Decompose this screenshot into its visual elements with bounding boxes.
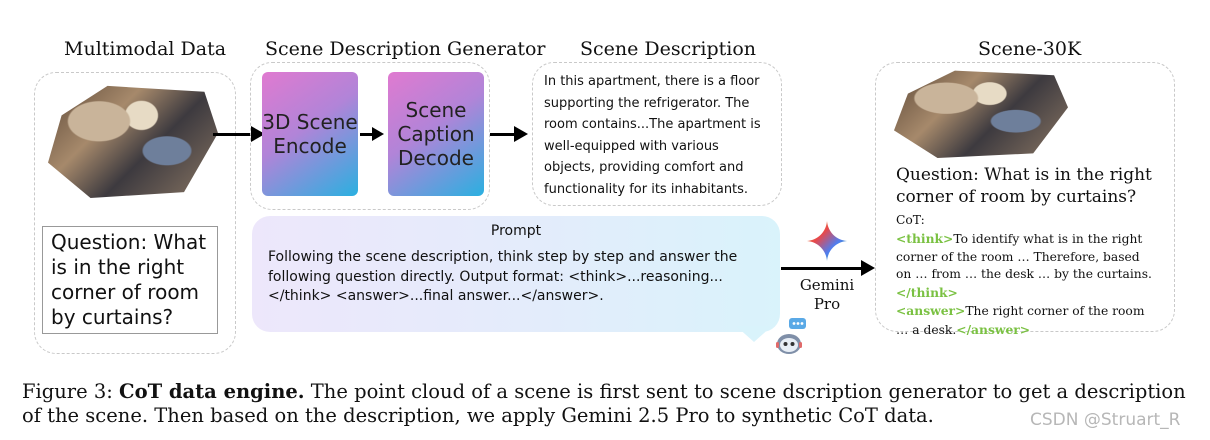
generator-panel: [250, 62, 490, 210]
arrow-prompt-to-scene30k-head: [861, 260, 875, 276]
gemini-icon: [806, 220, 848, 262]
arrow-encode-to-decode: [360, 133, 374, 136]
answer-open-tag: <answer>: [896, 302, 966, 318]
scene30k-panel: [875, 62, 1175, 332]
gemini-pro-label: Gemini Pro: [799, 276, 855, 313]
multimodal-data-heading: Multimodal Data: [64, 38, 227, 60]
caption-bold: CoT data engine.: [119, 380, 305, 403]
prompt-bubble-tail: [736, 326, 772, 342]
arrow-data-to-generator-head: [251, 126, 265, 142]
think-close-tag: </think>: [896, 285, 958, 301]
think-open-tag: <think>: [896, 230, 954, 246]
scene30k-question: Question: What is in the right corner of…: [896, 165, 1152, 207]
arrow-encode-to-decode-head: [372, 127, 384, 141]
scene-description-heading: Scene Description: [580, 38, 757, 60]
robot-icon: [774, 318, 808, 356]
arrow-data-to-generator: [213, 133, 253, 136]
arrow-generator-to-description-head: [514, 126, 528, 142]
answer-section: <answer>The right corner of the room … a…: [896, 302, 1158, 340]
scene-description-panel: In this apartment, there is a floor supp…: [532, 62, 782, 206]
caption-decode-block: Scene Caption Decode: [388, 72, 484, 196]
answer-text: The right corner of the room … a desk.: [896, 303, 1145, 337]
arrow-generator-to-description: [490, 133, 516, 136]
think-section: <think>To identify what is in the right …: [896, 230, 1158, 284]
prompt-title: Prompt: [490, 223, 542, 239]
multimodal-data-panel: [34, 72, 236, 354]
cot-label: CoT:: [896, 213, 925, 227]
think-text: To identify what is in the right corner …: [896, 231, 1152, 282]
answer-close-tag: </answer>: [956, 321, 1031, 337]
generator-heading: Scene Description Generator: [265, 38, 546, 60]
scene30k-heading: Scene-30K: [978, 38, 1082, 60]
cot-block: CoT: <think>To identify what is in the r…: [896, 212, 1158, 340]
arrow-prompt-to-scene30k: [781, 267, 863, 270]
prompt-panel: Prompt Following the scene description, …: [252, 216, 780, 332]
multimodal-question-box: Question: What is in the right corner of…: [42, 226, 218, 334]
watermark: CSDN @Struart_R: [1030, 410, 1181, 430]
figure-caption: Figure 3: CoT data engine. The point clo…: [22, 380, 1202, 428]
caption-text: The point cloud of a scene is first sent…: [22, 380, 1186, 427]
prompt-text: Following the scene description, think s…: [268, 249, 738, 304]
caption-prefix: Figure 3:: [22, 380, 120, 403]
scene-encode-block: 3D Scene Encode: [262, 72, 358, 196]
